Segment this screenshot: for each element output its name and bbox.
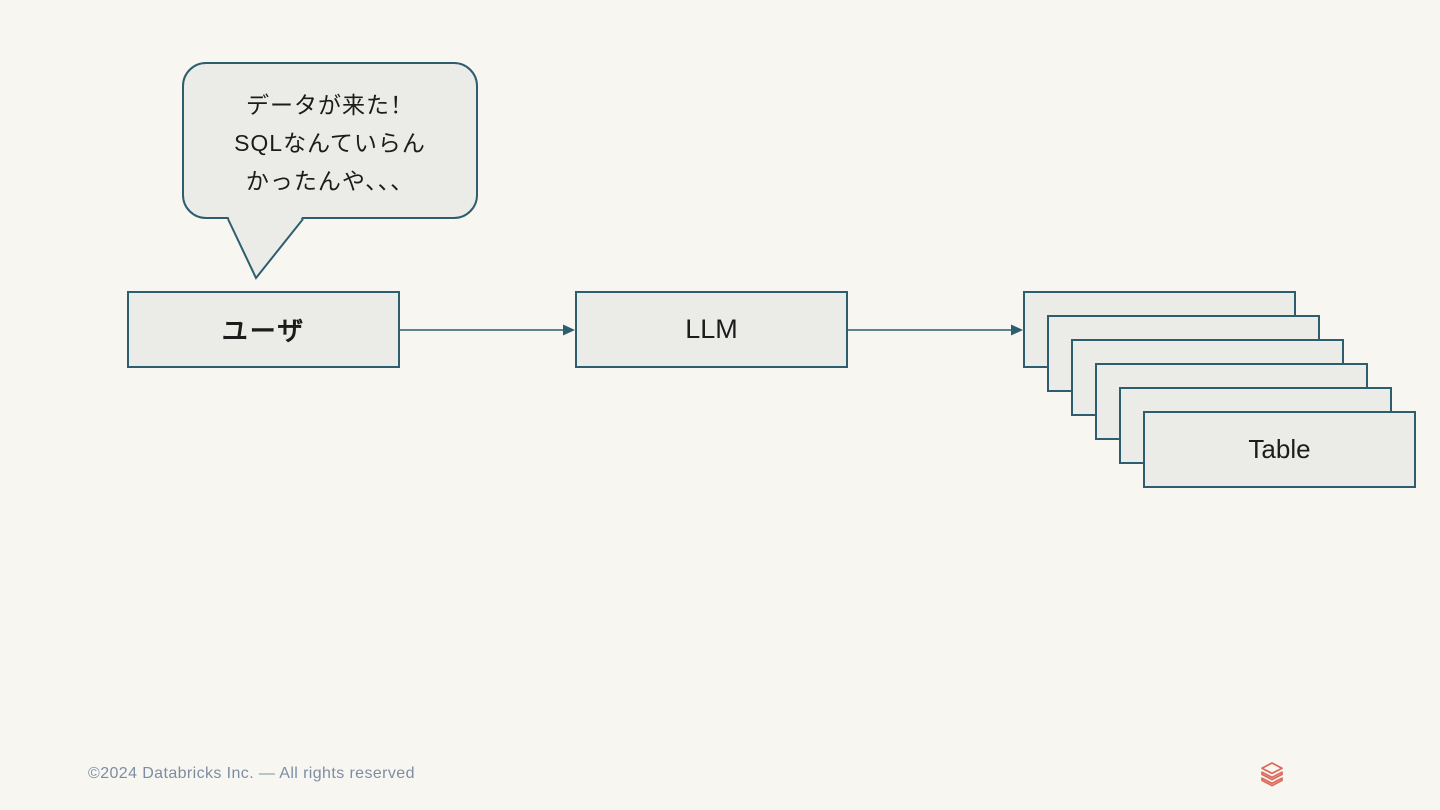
databricks-layers-icon <box>1261 762 1283 787</box>
arrow-user-to-llm <box>400 324 575 336</box>
llm-node-label: LLM <box>685 314 738 344</box>
speech-bubble-line-2: SQLなんていらん <box>234 129 426 156</box>
speech-bubble-tail <box>227 216 304 280</box>
speech-bubble-line-1: データが来た！ <box>246 91 414 118</box>
table-node: Table <box>1143 411 1416 488</box>
speech-bubble: データが来た！ SQLなんていらん かったんや、、、 <box>182 62 478 219</box>
llm-node: LLM <box>575 291 848 368</box>
speech-bubble-line-3: かったんや、、、 <box>245 167 415 194</box>
table-node-label: Table <box>1248 434 1311 464</box>
arrow-llm-to-table <box>848 324 1023 336</box>
copyright-text: ©2024 Databricks Inc. — All rights reser… <box>88 765 415 782</box>
user-node-label: ユーザ <box>221 316 306 346</box>
user-node: ユーザ <box>127 291 400 368</box>
